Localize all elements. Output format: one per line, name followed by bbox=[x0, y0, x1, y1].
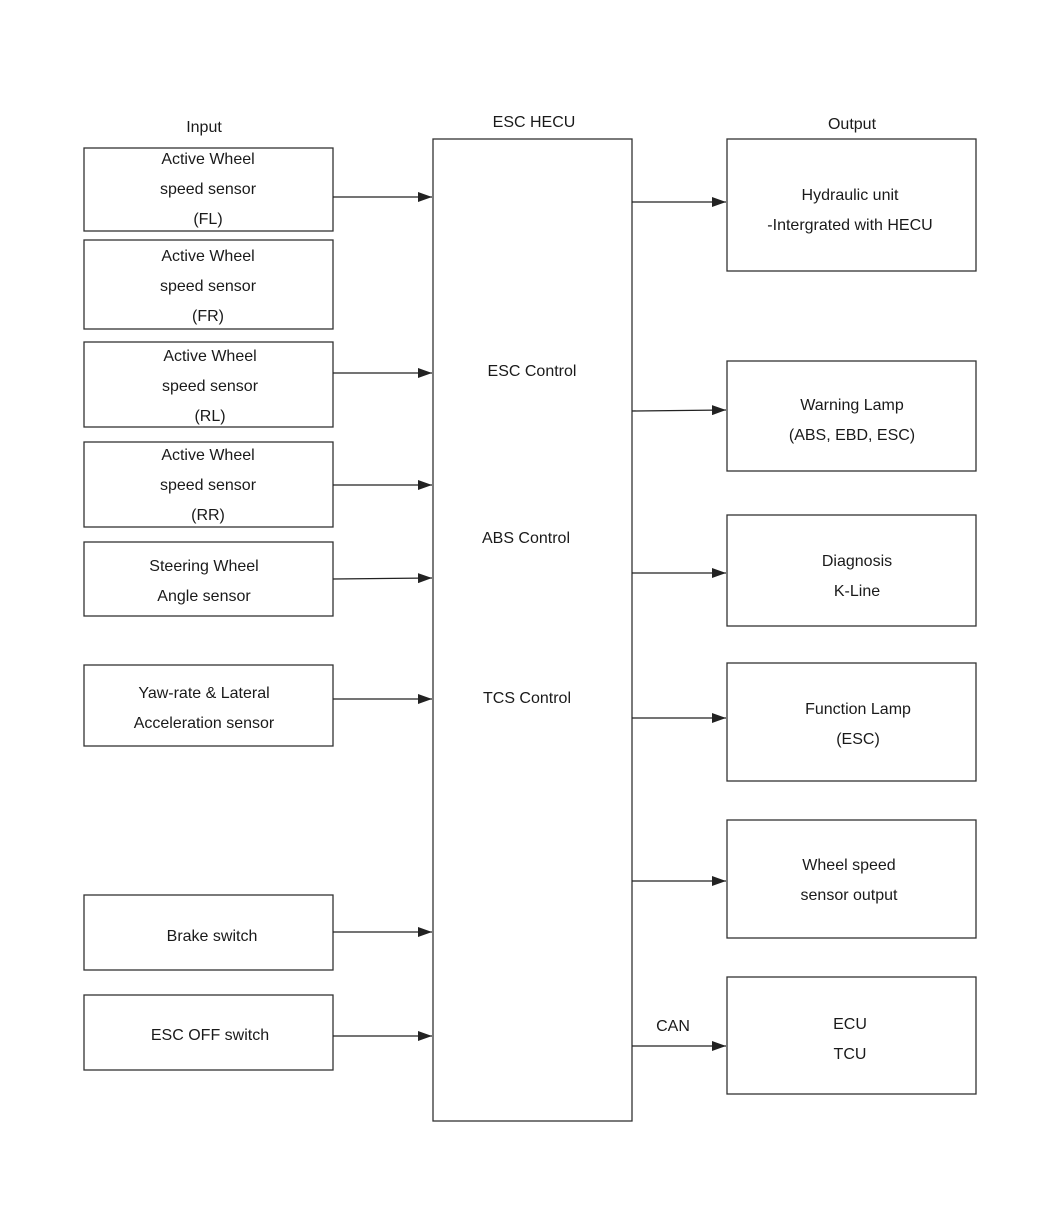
input-box-brake-switch: Brake switch bbox=[83, 894, 334, 971]
input-box-steering-angle: Steering Wheel Angle sensor bbox=[83, 541, 334, 617]
arrow-steering-to-hecu bbox=[332, 573, 433, 584]
output-label: Wheel speed bbox=[802, 857, 895, 874]
input-label: ESC OFF switch bbox=[151, 1027, 269, 1044]
output-label: ECU bbox=[833, 1016, 867, 1033]
output-label: (ESC) bbox=[836, 731, 880, 748]
output-heading: Output bbox=[828, 116, 877, 133]
input-label: Active Wheel bbox=[161, 151, 254, 168]
input-label: speed sensor bbox=[160, 181, 257, 198]
input-label: (RL) bbox=[194, 408, 225, 425]
input-label: Angle sensor bbox=[157, 588, 251, 605]
output-box-hydraulic-unit: Hydraulic unit -Intergrated with HECU bbox=[726, 138, 977, 272]
input-label: Active Wheel bbox=[163, 348, 256, 365]
input-box-wheel-speed-fr: Active Wheel speed sensor (FR) bbox=[83, 239, 334, 330]
input-box-yaw-rate: Yaw-rate & Lateral Acceleration sensor bbox=[83, 664, 334, 747]
input-label: Active Wheel bbox=[161, 248, 254, 265]
output-label: Warning Lamp bbox=[800, 397, 904, 414]
output-box-wheel-speed-output: Wheel speed sensor output bbox=[726, 819, 977, 939]
input-box-esc-off-switch: ESC OFF switch bbox=[83, 994, 334, 1071]
input-label: Active Wheel bbox=[161, 447, 254, 464]
input-box-wheel-speed-fl: Active Wheel speed sensor (FL) bbox=[83, 147, 334, 232]
output-label: -Intergrated with HECU bbox=[767, 217, 932, 234]
input-label: speed sensor bbox=[160, 278, 257, 295]
input-heading: Input bbox=[186, 119, 222, 136]
hecu-function-abs: ABS Control bbox=[482, 530, 570, 547]
input-label: (RR) bbox=[191, 507, 225, 524]
hecu-heading: ESC HECU bbox=[493, 114, 576, 131]
output-box-warning-lamp: Warning Lamp (ABS, EBD, ESC) bbox=[726, 360, 977, 472]
output-label: Diagnosis bbox=[822, 553, 892, 570]
input-label: Steering Wheel bbox=[149, 558, 258, 575]
input-label: (FL) bbox=[193, 211, 222, 228]
input-label: Yaw-rate & Lateral bbox=[138, 685, 269, 702]
output-box-function-lamp: Function Lamp (ESC) bbox=[726, 662, 977, 782]
arrow-hecu-to-warning-lamp bbox=[631, 405, 727, 416]
hecu-box bbox=[432, 138, 633, 1122]
input-label: speed sensor bbox=[160, 477, 257, 494]
input-box-wheel-speed-rl: Active Wheel speed sensor (RL) bbox=[83, 341, 334, 428]
output-label: K-Line bbox=[834, 583, 880, 600]
output-label: TCU bbox=[834, 1046, 867, 1063]
output-box-diagnosis: Diagnosis K-Line bbox=[726, 514, 977, 627]
output-label: Hydraulic unit bbox=[802, 187, 899, 204]
input-label: Acceleration sensor bbox=[134, 715, 275, 732]
can-label: CAN bbox=[656, 1018, 690, 1035]
output-label: Function Lamp bbox=[805, 701, 911, 718]
hecu-function-esc: ESC Control bbox=[488, 363, 577, 380]
input-box-wheel-speed-rr: Active Wheel speed sensor (RR) bbox=[83, 441, 334, 528]
hecu-function-tcs: TCS Control bbox=[483, 690, 571, 707]
input-label: (FR) bbox=[192, 308, 224, 325]
input-label: Brake switch bbox=[167, 928, 258, 945]
output-label: sensor output bbox=[801, 887, 899, 904]
output-box-ecu-tcu: ECU TCU bbox=[726, 976, 977, 1095]
input-label: speed sensor bbox=[162, 378, 259, 395]
output-label: (ABS, EBD, ESC) bbox=[789, 427, 915, 444]
